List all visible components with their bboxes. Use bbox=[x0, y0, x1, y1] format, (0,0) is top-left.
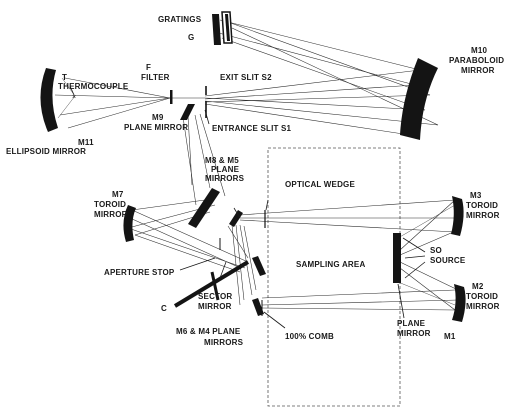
label-mirror-m2: MIRROR bbox=[466, 302, 500, 311]
m10-paraboloid-mirror bbox=[400, 58, 438, 140]
label-gratings: GRATINGS bbox=[158, 15, 202, 24]
label-m6m4: M6 & M4 PLANE bbox=[176, 327, 241, 336]
label-ellipsoid: ELLIPSOID MIRROR bbox=[6, 147, 86, 156]
label-source: SOURCE bbox=[430, 256, 466, 265]
m5-plane-mirror bbox=[229, 210, 243, 227]
label-plane-m8m5: PLANE bbox=[211, 165, 240, 174]
m6-mirror bbox=[252, 256, 266, 276]
label-toroid-m2: TOROID bbox=[466, 292, 498, 301]
m3-toroid-mirror bbox=[451, 196, 464, 236]
label-t: T bbox=[62, 73, 67, 82]
label-mirrors-m8m5: MIRRORS bbox=[205, 174, 245, 183]
label-m6m4-mirrors: MIRRORS bbox=[204, 338, 244, 347]
label-exit-slit: EXIT SLIT S2 bbox=[220, 73, 272, 82]
label-g: G bbox=[188, 33, 194, 42]
label-m8m5: M8 & M5 bbox=[205, 156, 239, 165]
sector-pivot bbox=[210, 271, 220, 301]
label-f: F bbox=[146, 63, 151, 72]
label-mirror-m3: MIRROR bbox=[466, 211, 500, 220]
label-comb: 100% COMB bbox=[285, 332, 334, 341]
label-plane-m1: PLANE bbox=[397, 319, 426, 328]
label-aperture-stop: APERTURE STOP bbox=[104, 268, 175, 277]
m11-ellipsoid-mirror bbox=[40, 68, 58, 132]
label-sampling-area: SAMPLING AREA bbox=[296, 260, 365, 269]
label-sector-mirror: MIRROR bbox=[198, 302, 232, 311]
label-m9: M9 bbox=[152, 113, 164, 122]
m1-plane-mirror bbox=[393, 233, 401, 283]
label-c: C bbox=[161, 304, 167, 313]
leader-lines bbox=[69, 85, 426, 329]
label-plane-mirror-m9: PLANE MIRROR bbox=[124, 123, 188, 132]
m4-mirror bbox=[252, 298, 264, 316]
light-rays bbox=[54, 19, 459, 311]
label-m3: M3 bbox=[470, 191, 482, 200]
label-mirror-m7: MIRROR bbox=[94, 210, 128, 219]
label-so: SO bbox=[430, 246, 442, 255]
thermocouple-marker: × bbox=[72, 94, 76, 101]
m7-toroid-mirror bbox=[123, 205, 136, 242]
label-thermocouple: THERMOCOUPLE bbox=[58, 82, 129, 91]
label-mirror-m1: MIRROR bbox=[397, 329, 431, 338]
filter-f bbox=[170, 90, 173, 104]
label-optical-wedge: OPTICAL WEDGE bbox=[285, 180, 355, 189]
m9-plane-mirror bbox=[180, 104, 195, 120]
sector-mirror-c bbox=[173, 260, 250, 308]
label-m11: M11 bbox=[78, 138, 94, 147]
label-toroid-m7: TOROID bbox=[94, 200, 126, 209]
label-toroid-m3: TOROID bbox=[466, 201, 498, 210]
m8-plane-mirror bbox=[188, 188, 220, 228]
label-m7: M7 bbox=[112, 190, 124, 199]
label-sector: SECTOR bbox=[198, 292, 232, 301]
m2-toroid-mirror bbox=[452, 284, 466, 322]
label-m10: M10 bbox=[471, 46, 488, 55]
label-paraboloid: PARABOLOID bbox=[449, 56, 504, 65]
label-filter: FILTER bbox=[141, 73, 170, 82]
label-m1: M1 bbox=[444, 332, 456, 341]
label-m2: M2 bbox=[472, 282, 484, 291]
label-entrance-slit: ENTRANCE SLIT S1 bbox=[212, 124, 292, 133]
gratings bbox=[212, 11, 233, 45]
label-mirror-m10: MIRROR bbox=[461, 66, 495, 75]
